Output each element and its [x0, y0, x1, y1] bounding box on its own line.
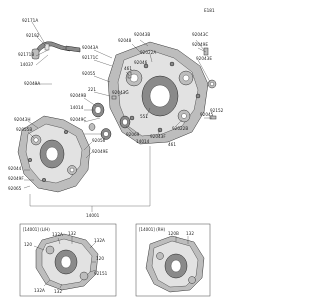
- label-551: 551: [140, 114, 148, 119]
- inset-left-label-92151: 92151: [94, 271, 108, 276]
- label-92043h: 92043H: [14, 117, 30, 122]
- label-14037: 14037: [20, 62, 34, 67]
- inset-left-label-132a-b: 132A: [94, 238, 105, 243]
- label-92049g: 92049E: [92, 149, 108, 154]
- bearing-group: [74, 47, 217, 140]
- label-92171a: 92171A: [22, 18, 38, 23]
- label-92043g: 92043G: [112, 90, 129, 95]
- label-461b: 461: [168, 142, 176, 147]
- label-92022a: 92022A: [140, 50, 156, 55]
- label-461a: 461: [124, 66, 132, 71]
- label-92045: 92045: [200, 112, 214, 117]
- label-221: 221: [88, 87, 96, 92]
- inset-right-title: [14001] (RH): [139, 227, 165, 232]
- inset-left-label-132: 132: [68, 231, 76, 236]
- label-92049f: 92049F: [8, 176, 24, 181]
- label-92043a: 92043A: [82, 45, 98, 50]
- label-92055: 92055: [82, 71, 96, 76]
- label-92049b: 92049B: [70, 93, 86, 98]
- inset-left-title: [14001] (L/H): [23, 227, 50, 232]
- label-92043b: 92043B: [134, 32, 150, 37]
- inset-left: [14001] (L/H): [19, 223, 117, 297]
- label-92192: 92192: [26, 33, 40, 38]
- label-92046: 92046: [134, 60, 148, 65]
- label-92171c: 92171C: [82, 55, 98, 60]
- label-92043f: 92043F: [150, 134, 166, 139]
- label-92043c: 92043C: [192, 32, 208, 37]
- label-92049e: 92049E: [192, 42, 208, 47]
- label-92022b: 92022B: [172, 126, 188, 131]
- inset-left-label-132a-c: 132A: [34, 288, 45, 293]
- ref-code: E181: [204, 8, 215, 13]
- label-92043e: 92043E: [196, 56, 212, 61]
- inset-right-label-132: 132: [186, 231, 194, 236]
- right-crankcase: [107, 41, 209, 145]
- inset-right-label-120b: 120B: [168, 231, 179, 236]
- label-14014: 14014: [70, 105, 84, 110]
- label-92044: 92044: [8, 166, 22, 171]
- label-92055b: 92055B: [16, 127, 32, 132]
- inset-left-label-120-b: 120: [96, 256, 104, 261]
- inset-left-label-132a: 132A: [52, 232, 63, 237]
- label-92049a: 92049A: [24, 81, 40, 86]
- parts-diagram: E181 92171A 92192 92171B 14037 92049A: [8, 8, 224, 297]
- label-92069: 92069: [126, 132, 140, 137]
- label-92171b: 92171B: [18, 52, 34, 57]
- label-92048: 92048: [118, 38, 132, 43]
- inset-right: [14001] (RH): [135, 223, 211, 297]
- breather-hose: [31, 41, 81, 60]
- label-92056: 92056: [92, 138, 106, 143]
- label-14001: 14001: [86, 213, 100, 218]
- inset-left-label-120: 120: [24, 242, 32, 247]
- label-92065: 92065: [8, 186, 22, 191]
- label-14014b: 14014: [136, 139, 150, 144]
- inset-left-label-132-b: 132: [54, 289, 62, 294]
- left-crankcase: [17, 115, 91, 193]
- label-92049c: 92049C: [70, 117, 86, 122]
- label-92152: 92152: [210, 108, 224, 113]
